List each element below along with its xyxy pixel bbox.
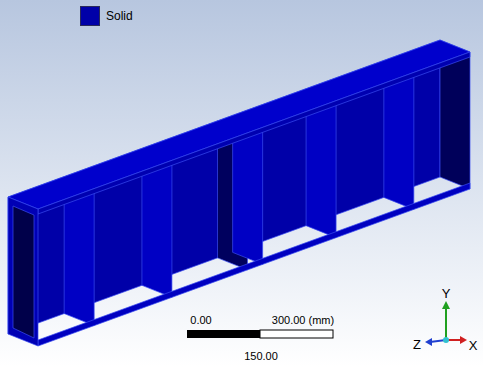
scale-bar — [187, 330, 333, 338]
end-plate-recess — [13, 206, 34, 338]
scale-bar-black — [187, 330, 260, 338]
scale-start: 0.00 — [190, 315, 211, 326]
axis-triad — [425, 301, 467, 346]
top-flange-edge — [38, 52, 470, 214]
axis-label: Z — [413, 338, 421, 351]
legend-swatch — [80, 6, 100, 26]
box-beam — [8, 40, 470, 346]
axis-label: Y — [442, 287, 451, 300]
bottom-flange — [38, 183, 470, 346]
scale-mid: 150.00 — [244, 351, 278, 362]
axis-label: X — [469, 339, 478, 352]
end-plate — [8, 197, 38, 346]
x-arrowhead — [460, 336, 467, 344]
y-arrowhead — [442, 301, 450, 309]
scale-end: 300.00 (mm) — [272, 315, 334, 326]
triad-origin — [443, 337, 449, 343]
legend-text: Solid — [106, 10, 133, 22]
y-axis — [445, 307, 447, 340]
z-arrowhead — [425, 338, 432, 346]
scale-bar-white — [260, 330, 333, 338]
top-flange — [8, 40, 470, 209]
